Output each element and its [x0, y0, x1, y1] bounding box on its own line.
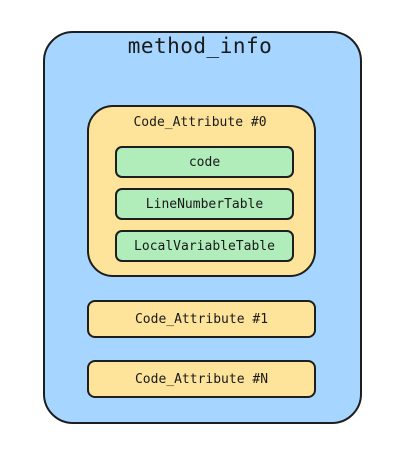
local-variable-table-label: LocalVariableTable [134, 238, 275, 254]
code-label: code [188, 154, 221, 170]
code-box: code [115, 146, 294, 178]
method-info-title: method_info [127, 34, 273, 58]
local-variable-table-box: LocalVariableTable [115, 230, 294, 262]
code-attribute-0-title: Code_Attribute #0 [133, 115, 267, 130]
code-attribute-n-label: Code_Attribute #N [134, 371, 269, 387]
code-attribute-1-box: Code_Attribute #1 [87, 300, 316, 338]
line-number-table-box: LineNumberTable [115, 188, 294, 220]
code-attribute-1-label: Code_Attribute #1 [134, 311, 269, 327]
code-attribute-n-box: Code_Attribute #N [87, 360, 316, 398]
line-number-table-label: LineNumberTable [145, 196, 264, 212]
